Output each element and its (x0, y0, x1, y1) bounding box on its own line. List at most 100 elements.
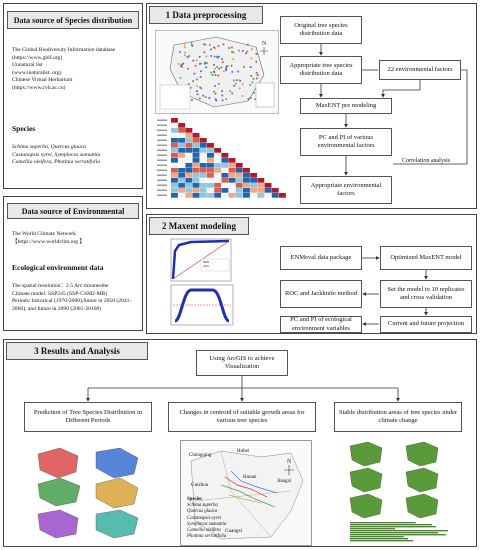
heatmap-cell (178, 193, 186, 198)
map-dot (241, 95, 244, 98)
map-dot (218, 67, 221, 70)
heatmap-cell (178, 163, 186, 168)
map-dot (177, 62, 180, 65)
heatmap-cell (250, 193, 258, 198)
map-dot (205, 66, 208, 69)
eco-list: The spatial resolution：2.5 Arc minmesthe… (12, 283, 132, 312)
heatmap-cell (221, 193, 229, 198)
map-dot (221, 58, 224, 61)
map-dot (179, 76, 182, 79)
distribution-map-thumbnail: N (155, 30, 279, 114)
heatmap-cell (192, 173, 200, 178)
map-dot (213, 63, 216, 66)
heatmap-cell (221, 168, 229, 173)
heatmap-cell (228, 178, 236, 183)
heatmap-cell (235, 183, 243, 188)
heatmap-cell (221, 173, 229, 178)
map-dot (221, 61, 224, 64)
heatmap-cell (243, 173, 250, 178)
map-dot (242, 65, 245, 68)
label-jiangxi: Jiangxi (277, 479, 292, 484)
map-dot (179, 50, 182, 53)
map-dot (256, 74, 259, 77)
heatmap-cell (207, 173, 214, 178)
heatmap-cell (171, 133, 178, 138)
heatmap-cell (178, 153, 186, 158)
map-dot (234, 82, 237, 85)
heatmap-row-label (157, 144, 167, 146)
stable-maps-svg (349, 441, 448, 542)
heatmap-cell (185, 173, 193, 178)
map-dot (232, 79, 235, 82)
map-dot (190, 44, 193, 47)
map-dot (198, 55, 201, 58)
map-dot (225, 97, 228, 100)
map-dot (251, 81, 254, 84)
heatmap-cell (185, 138, 193, 143)
maxent-modeling-panel: 2 Maxent modeling ENMeval data package O… (146, 214, 477, 334)
heatmap-cell (214, 148, 222, 153)
appropriate-data-box: Appropriate tree species distribution da… (280, 56, 362, 84)
heatmap-cell (185, 163, 193, 168)
heatmap-cell (171, 153, 178, 158)
heatmap-cell (185, 143, 193, 148)
heatmap-cell (171, 128, 178, 133)
map-dot (231, 50, 234, 53)
heatmap-cell (185, 153, 193, 158)
map-dot (217, 82, 220, 85)
map-dot (222, 70, 225, 73)
map-dot (199, 70, 202, 73)
map-dot (199, 62, 202, 65)
stable-area-bar (350, 538, 409, 540)
heatmap-cell (199, 173, 207, 178)
heatmap-row-label (157, 134, 167, 136)
map-dot (241, 49, 244, 52)
heatmap-cell (171, 173, 178, 178)
heatmap-cell (221, 178, 229, 183)
heatmap-cell (185, 158, 193, 163)
heatmap-cell (214, 158, 222, 163)
map-dot (195, 59, 198, 62)
p3-arrows (86, 376, 400, 402)
heatmap-cell (228, 183, 236, 188)
pc-pi-eco-box: PC and PI of ecological environment vari… (280, 316, 362, 333)
response-svg (170, 284, 234, 326)
map-dot (214, 84, 217, 87)
prediction-maps (30, 444, 150, 542)
heatmap-cell (199, 188, 207, 193)
heatmap-cell (171, 178, 178, 183)
map-dot (184, 54, 187, 57)
map-dot (205, 62, 208, 65)
map-dot (238, 87, 241, 90)
heatmap-cell (235, 178, 243, 183)
pc-pi-box: PC and PI of various environmental facto… (300, 128, 392, 156)
heatmap-cell (171, 193, 178, 198)
heatmap-row-label (157, 154, 167, 156)
heatmap-cell (171, 118, 178, 123)
heatmap-cell (250, 178, 258, 183)
stable-box: Stable distribution areas of tree specie… (334, 402, 462, 432)
heatmap-cell (271, 188, 279, 193)
env-source-panel: Data source of Environmental The World C… (3, 196, 143, 331)
map-dot (196, 84, 199, 87)
heatmap-row-label (157, 169, 167, 171)
heatmap-cell (257, 178, 265, 183)
heatmap-cell (228, 173, 236, 178)
eco-heading: Ecological environment data (12, 263, 104, 272)
heatmap-cell (192, 138, 200, 143)
arcgis-box: Using ArcGIS to achieve Visualization (196, 350, 288, 376)
map-dot (237, 70, 240, 73)
legend-title: Species (187, 497, 202, 502)
map-dot (255, 71, 258, 74)
map-dot (246, 43, 249, 46)
centroid-map-svg: N (190, 450, 304, 540)
heatmap-cell (192, 193, 200, 198)
map-dot (249, 83, 252, 86)
map-dot (179, 64, 182, 67)
map-dot (245, 52, 248, 55)
map-dot (187, 83, 190, 86)
heatmap-cell (235, 193, 243, 198)
map-dot (232, 58, 235, 61)
map-dot (208, 96, 211, 99)
label-guizhou: Guizhou (191, 483, 209, 488)
